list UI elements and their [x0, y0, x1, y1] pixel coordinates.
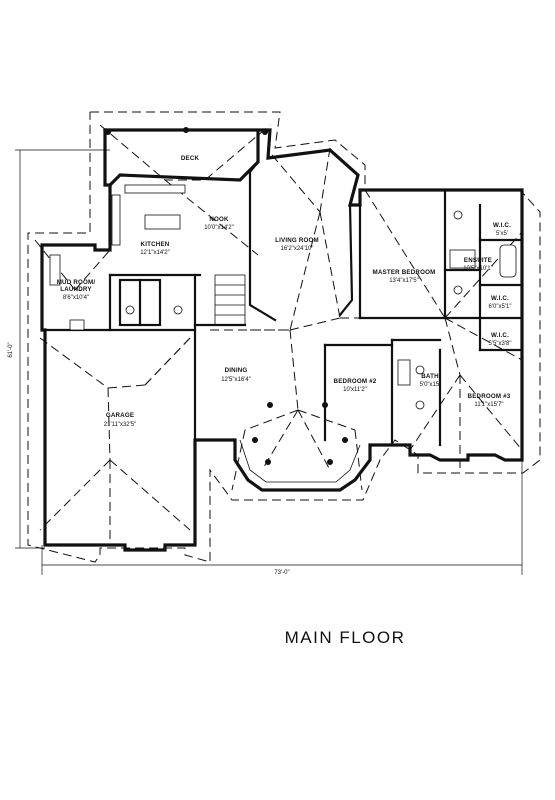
- fixtures: [49, 127, 517, 465]
- master-bedroom-size: 13'4"x17'5": [389, 278, 419, 284]
- wic-2-label: W.I.C.: [491, 295, 509, 302]
- nook-size: 10'0"x14'2": [204, 225, 234, 231]
- bath-label: BATH: [421, 373, 439, 380]
- wic-2-size: 6'0"x5'1": [489, 304, 512, 310]
- bedroom-3-label: BEDROOM #3: [468, 393, 511, 400]
- mud-room-size: 8'6"x10'4": [63, 295, 89, 301]
- master-bedroom-label: MASTER BEDROOM: [373, 269, 436, 276]
- bedroom-2-label: BEDROOM #2: [334, 378, 377, 385]
- kitchen-size: 12'1"x14'2": [140, 250, 170, 256]
- kitchen-label: KITCHEN: [141, 241, 170, 248]
- dining-size: 12'5"x16'4": [221, 377, 251, 383]
- garage-label: GARAGE: [106, 412, 134, 419]
- interior-walls: [40, 160, 524, 483]
- nook-label: NOOK: [209, 216, 229, 223]
- laundry-label: LAUNDRY: [60, 286, 92, 293]
- bedroom-2-size: 10'x11'2": [343, 387, 367, 393]
- overall-width-label: 73'-0": [274, 570, 289, 576]
- wic-3-size: 5'5"x3'8": [489, 341, 512, 347]
- overall-depth-label: 61'-0": [8, 342, 14, 357]
- ensuite-size: 10'5"x10'1": [463, 266, 493, 272]
- ensuite-label: ENSUITE: [464, 257, 492, 264]
- living-room-label: LIVING ROOM: [275, 237, 319, 244]
- bedroom-3-size: 11'1"x15'7": [474, 402, 503, 408]
- wic-3-label: W.I.C.: [491, 332, 509, 339]
- deck-label: DECK: [181, 155, 200, 162]
- wic-1-size: 5'x5': [496, 231, 508, 237]
- dining-label: DINING: [225, 367, 248, 374]
- dimension-lines: 73'-0" 61'-0": [8, 149, 523, 576]
- exterior-walls: [40, 128, 524, 552]
- room-labels: DECK NOOK 10'0"x14'2" KITCHEN 12'1"x14'2…: [57, 155, 512, 428]
- living-room-size: 16'2"x24'10": [281, 246, 314, 252]
- plan-title: MAIN FLOOR: [285, 628, 406, 647]
- mud-room-label: MUD ROOM/: [57, 279, 96, 286]
- garage-size: 21'11"x32'5": [104, 422, 136, 428]
- wic-1-label: W.I.C.: [493, 222, 511, 229]
- bath-size: 5'0"x15': [420, 382, 441, 388]
